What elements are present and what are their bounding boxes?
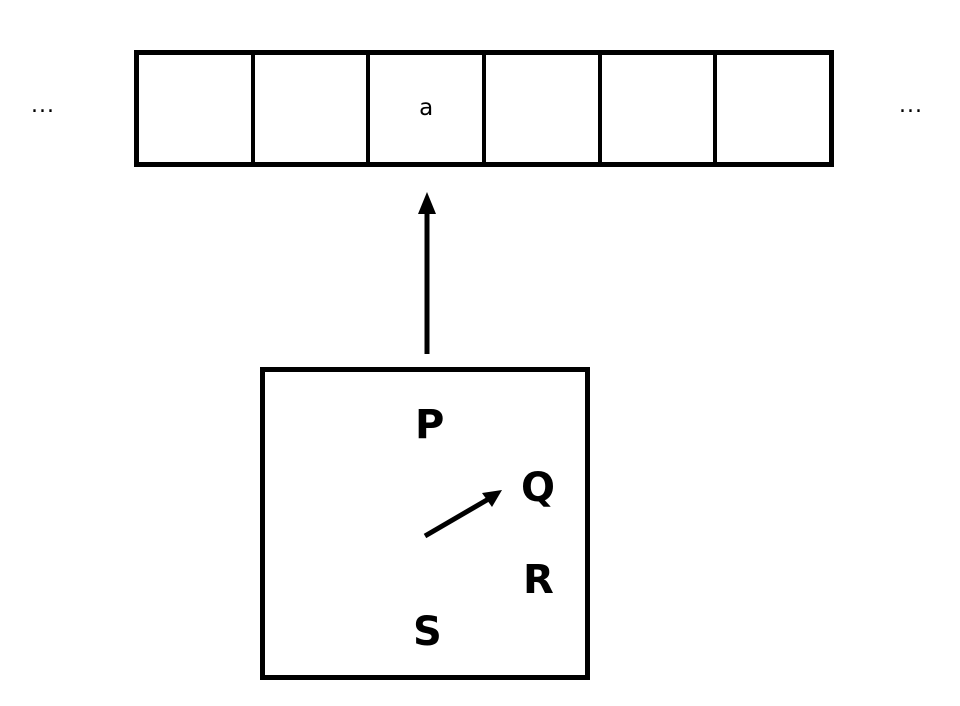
- tape-cell-current[interactable]: a: [370, 55, 487, 162]
- state-transition-arrow: [423, 490, 502, 539]
- tape-cell[interactable]: [254, 55, 371, 162]
- tape-cell-symbol: a: [419, 95, 434, 121]
- state-label-r[interactable]: R: [523, 557, 554, 603]
- tape-cell[interactable]: [717, 55, 830, 162]
- state-label-p[interactable]: P: [415, 402, 445, 448]
- read-write-head-arrow: [418, 192, 436, 354]
- tape-cell[interactable]: [601, 55, 718, 162]
- control-unit-box: P Q R S: [260, 367, 590, 680]
- transition-arrow-tip: [482, 490, 502, 507]
- state-label-q[interactable]: Q: [521, 465, 556, 511]
- transition-arrow-shaft: [423, 494, 494, 539]
- tape-ellipsis-left: ...: [31, 93, 55, 118]
- machine-tape: a: [134, 50, 834, 167]
- tape-cell[interactable]: [486, 55, 602, 162]
- tape-cell[interactable]: [139, 55, 255, 162]
- head-arrow-tip: [418, 192, 436, 214]
- state-label-s[interactable]: S: [413, 609, 442, 655]
- tape-ellipsis-right: ...: [899, 93, 923, 118]
